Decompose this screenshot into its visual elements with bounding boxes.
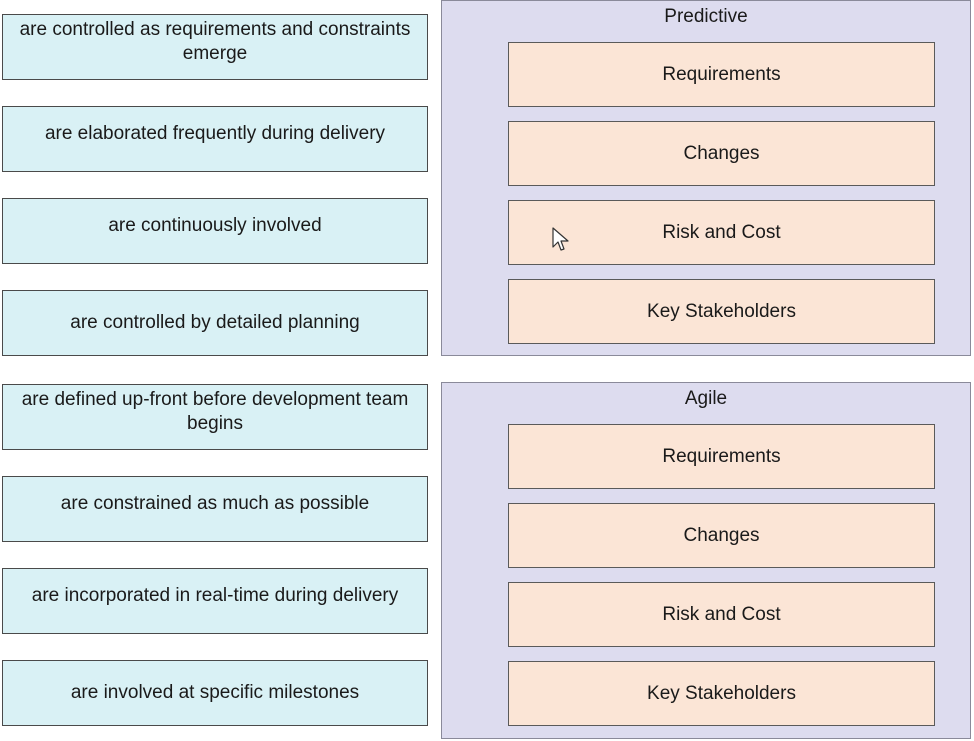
predictive-target-key-stakeholders[interactable]: Key Stakeholders <box>508 279 935 344</box>
predictive-group: Predictive Requirements Changes Risk and… <box>441 0 971 356</box>
group-title: Predictive <box>664 6 748 27</box>
agile-group: Agile Requirements Changes Risk and Cost… <box>441 382 971 739</box>
option-label: are controlled as requirements and const… <box>19 19 411 64</box>
option-label: are continuously involved <box>108 215 322 236</box>
agile-target-requirements[interactable]: Requirements <box>508 424 935 489</box>
predictive-target-changes[interactable]: Changes <box>508 121 935 186</box>
option-controlled-by-planning[interactable]: are controlled by detailed planning <box>2 290 428 356</box>
agile-target-key-stakeholders[interactable]: Key Stakeholders <box>508 661 935 726</box>
predictive-target-risk-and-cost[interactable]: Risk and Cost <box>508 200 935 265</box>
option-label: are constrained as much as possible <box>60 493 370 514</box>
option-incorporated-real-time[interactable]: are incorporated in real-time during del… <box>2 568 428 634</box>
option-label: are involved at specific milestones <box>70 682 360 703</box>
option-label: are elaborated frequently during deliver… <box>44 123 386 144</box>
option-constrained-as-much[interactable]: are constrained as much as possible <box>2 476 428 542</box>
option-elaborated-frequently[interactable]: are elaborated frequently during deliver… <box>2 106 428 172</box>
option-involved-at-milestones[interactable]: are involved at specific milestones <box>2 660 428 726</box>
option-continuously-involved[interactable]: are continuously involved <box>2 198 428 264</box>
option-label: are controlled by detailed planning <box>70 312 360 333</box>
option-defined-up-front[interactable]: are defined up-front before development … <box>2 384 428 450</box>
option-controlled-as-emerge[interactable]: are controlled as requirements and const… <box>2 14 428 80</box>
option-label: are defined up-front before development … <box>21 389 409 434</box>
option-label: are incorporated in real-time during del… <box>31 585 399 606</box>
mouse-pointer-icon <box>552 227 569 251</box>
agile-target-changes[interactable]: Changes <box>508 503 935 568</box>
predictive-target-requirements[interactable]: Requirements <box>508 42 935 107</box>
agile-target-risk-and-cost[interactable]: Risk and Cost <box>508 582 935 647</box>
group-title: Agile <box>684 388 728 409</box>
